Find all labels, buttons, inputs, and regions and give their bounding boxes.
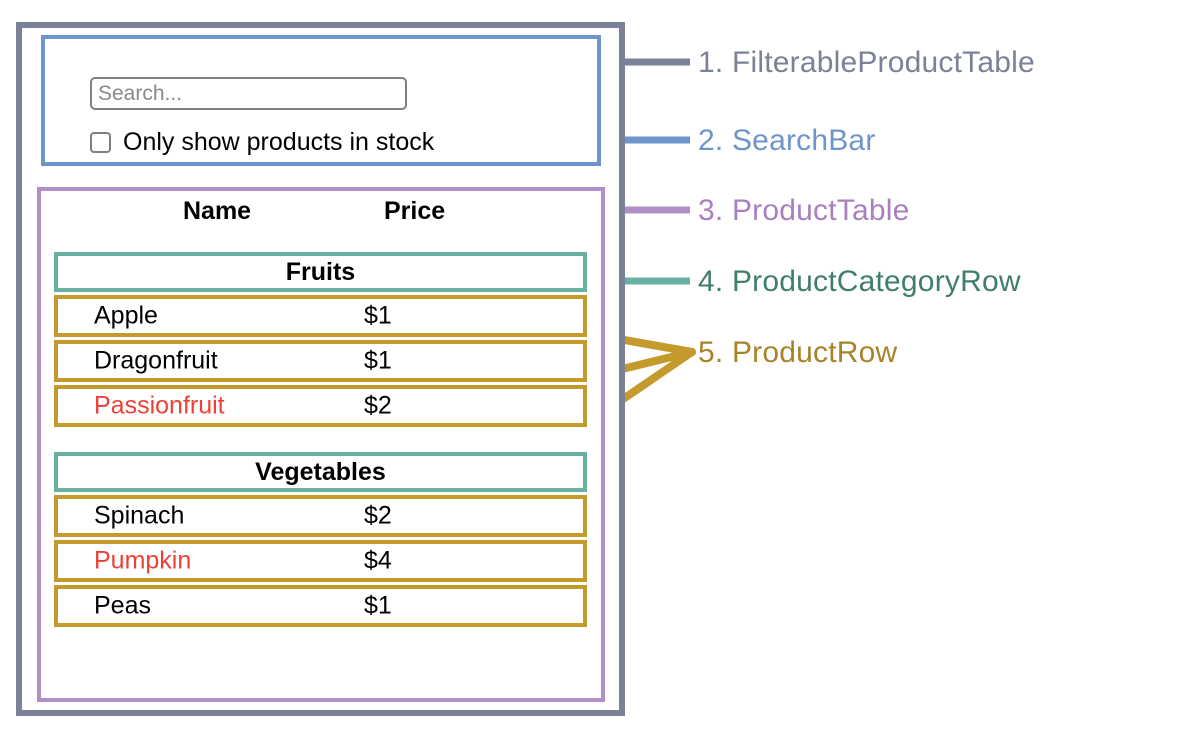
category-gap (54, 430, 587, 452)
in-stock-filter-row[interactable]: Only show products in stock (90, 128, 434, 157)
legend-item-3: 3. ProductTable (698, 194, 909, 228)
legend-label-5: ProductRow (731, 336, 898, 369)
product-category-row: Vegetables (54, 452, 587, 492)
product-category-row: Fruits (54, 252, 587, 292)
product-table-rows: Fruits Apple $1 Dragonfruit $1 Passionfr… (54, 252, 587, 630)
legend-number-4: 4. (698, 265, 724, 298)
product-row[interactable]: Spinach $2 (54, 495, 587, 537)
search-input[interactable] (90, 77, 407, 110)
product-name: Peas (94, 591, 151, 620)
product-row[interactable]: Dragonfruit $1 (54, 340, 587, 382)
legend-number-3: 3. (698, 194, 724, 227)
in-stock-checkbox-label: Only show products in stock (123, 128, 435, 156)
product-price: $1 (364, 301, 392, 330)
product-table-column-headers: Name Price (41, 197, 601, 243)
legend-number-5: 5. (698, 336, 724, 369)
legend-item-4: 4. ProductCategoryRow (698, 265, 1021, 299)
legend-number-1: 1. (698, 46, 724, 79)
legend-label-2: SearchBar (731, 124, 876, 157)
column-header-name: Name (183, 197, 252, 225)
product-row[interactable]: Pumpkin $4 (54, 540, 587, 582)
legend-item-1: 1. FilterableProductTable (698, 46, 1035, 80)
product-name: Dragonfruit (94, 346, 218, 375)
in-stock-checkbox[interactable] (90, 132, 111, 153)
product-name: Spinach (94, 501, 185, 530)
legend-item-5: 5. ProductRow (698, 336, 897, 370)
product-row[interactable]: Passionfruit $2 (54, 385, 587, 427)
legend-item-2: 2. SearchBar (698, 124, 876, 158)
legend-label-4: ProductCategoryRow (731, 265, 1021, 298)
product-price: $1 (364, 346, 392, 375)
legend-label-3: ProductTable (731, 194, 910, 227)
legend-label-1: FilterableProductTable (731, 46, 1035, 79)
legend-number-2: 2. (698, 124, 724, 157)
product-name: Apple (94, 301, 158, 330)
product-name: Passionfruit (94, 391, 225, 420)
product-price: $2 (364, 501, 392, 530)
product-row[interactable]: Peas $1 (54, 585, 587, 627)
product-price: $4 (364, 546, 392, 575)
product-price: $1 (364, 591, 392, 620)
column-header-price: Price (384, 197, 446, 225)
product-row[interactable]: Apple $1 (54, 295, 587, 337)
product-name: Pumpkin (94, 546, 192, 575)
product-price: $2 (364, 391, 392, 420)
